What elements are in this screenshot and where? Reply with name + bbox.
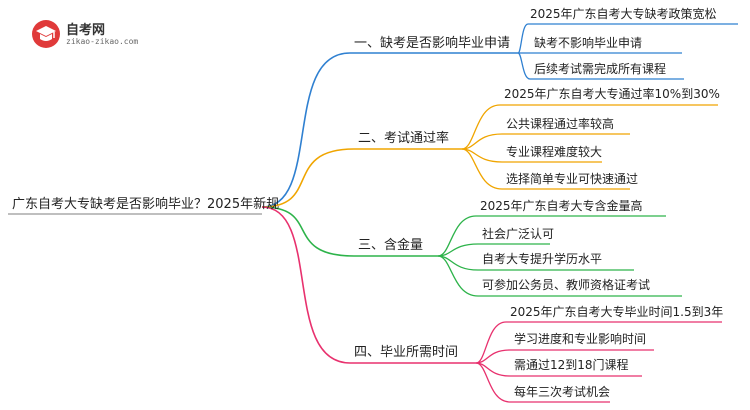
branch-3-leaf-2-connector [437,243,479,257]
branch-4-leaf-4-connector [475,362,511,403]
branch-4-leaf-2-connector [475,349,511,364]
branch-2-leaf-4: 选择简单专业可快速通过 [506,172,639,186]
branch-1-leaf-2: 缺考不影响毕业申请 [534,36,643,50]
branch-4-leaf-4: 每年三次考试机会 [514,385,611,399]
branch-2-leaf-1: 2025年广东自考大专通过率10%到30% [504,87,720,101]
branch-1-leaf-1-connector [517,23,529,54]
branch-3-label: 三、含金量 [358,238,424,253]
branch-3-leaf-1: 2025年广东自考大专含金量高 [480,199,643,213]
branch-1-label: 一、缺考是否影响毕业申请 [354,36,511,51]
branch-3-leaf-1-connector [437,215,477,257]
branch-1-leaf-3: 后续考试需完成所有课程 [534,62,667,76]
branch-2-leaf-4-connector [461,148,503,190]
branch-2-leaf-2: 公共课程通过率较高 [506,117,615,131]
site-logo[interactable]: 自考网 zikao-zikao.com [30,16,140,52]
graduation-cap-icon [32,20,60,48]
branch-2-leaf-3: 专业课程难度较大 [506,145,603,159]
branch-4-connector [261,206,351,364]
branch-2-leaf-1-connector [461,104,501,150]
logo-url: zikao-zikao.com [66,37,139,46]
branch-4-leaf-1-connector [475,321,507,364]
branch-3-leaf-4: 可参加公务员、教师资格证考试 [482,278,651,292]
branch-1-leaf-3-connector [517,52,531,80]
branch-1-connector [261,52,351,208]
branch-4-leaf-2: 学习进度和专业影响时间 [514,332,647,346]
branch-2-leaf-3-connector [461,148,503,163]
branch-2-connector [261,148,355,208]
branch-2-label: 二、考试通过率 [358,131,450,146]
branch-3-leaf-4-connector [437,255,479,297]
branch-3-connector [261,206,355,257]
branch-2-leaf-2-connector [461,133,503,150]
logo-title: 自考网 [66,23,106,38]
branch-3-leaf-3: 自考大专提升学历水平 [482,252,603,266]
branch-4-leaf-1: 2025年广东自考大专毕业时间1.5到3年 [510,305,724,319]
root-node: 广东自考大专缺考是否影响毕业？2025年新规 [12,197,280,212]
branch-4-label: 四、毕业所需时间 [354,345,459,360]
branch-1-leaf-1: 2025年广东自考大专缺考政策宽松 [530,7,717,21]
branch-3-leaf-2: 社会广泛认可 [482,227,555,241]
branch-4-leaf-3: 需通过12到18门课程 [514,358,629,372]
